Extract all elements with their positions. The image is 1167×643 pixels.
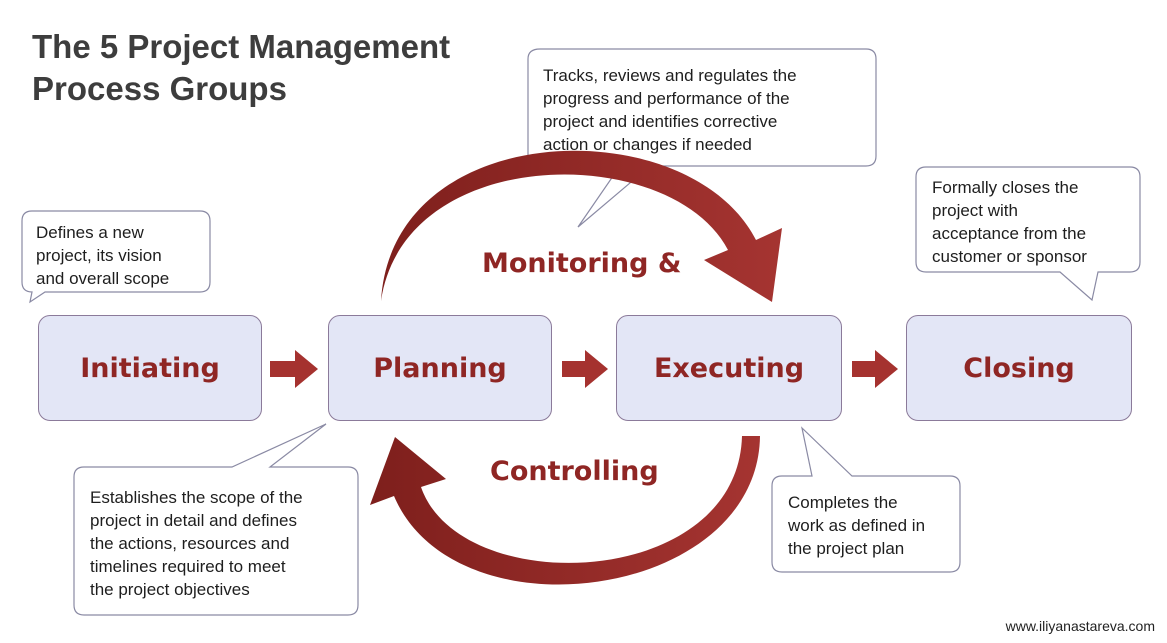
callout-bubble-executing xyxy=(771,426,961,573)
callout-line: the actions, resources and xyxy=(90,534,290,553)
callout-text-planning: Establishes the scope of the project in … xyxy=(90,486,303,601)
callout-line: and overall scope xyxy=(36,269,170,288)
callout-text-closing: Formally closes the project with accepta… xyxy=(932,176,1087,268)
title-line-2: Process Groups xyxy=(32,70,287,107)
callout-line: project and identifies corrective xyxy=(543,112,778,131)
callout-line: Establishes the scope of the xyxy=(90,488,303,507)
cycle-arrow-bottom xyxy=(370,436,760,585)
callout-line: progress and performance of the xyxy=(543,89,790,108)
process-box-executing: Executing xyxy=(616,315,842,421)
cycle-label-controlling: Controlling xyxy=(490,456,659,487)
title-line-1: The 5 Project Management xyxy=(32,28,451,65)
callout-text-executing: Completes the work as defined in the pro… xyxy=(788,491,925,560)
process-box-closing: Closing xyxy=(906,315,1132,421)
callout-text-initiating: Defines a new project, its vision and ov… xyxy=(36,221,169,290)
arrow-executing-to-closing xyxy=(852,350,898,388)
arrow-initiating-to-planning xyxy=(270,350,318,388)
callout-line: timelines required to meet xyxy=(90,557,286,576)
page-title: The 5 Project Management Process Groups xyxy=(32,26,450,110)
cycle-arrow-top xyxy=(381,150,782,302)
callout-line: Formally closes the xyxy=(932,178,1079,197)
callout-bubble-planning xyxy=(73,423,359,616)
callout-line: the project plan xyxy=(788,539,905,558)
callout-line: the project objectives xyxy=(90,580,250,599)
callout-line: acceptance from the xyxy=(932,224,1087,243)
cycle-label-monitoring: Monitoring & xyxy=(482,248,682,279)
callout-text-monitoring: Tracks, reviews and regulates the progre… xyxy=(543,64,797,156)
callout-line: action or changes if needed xyxy=(543,135,752,154)
arrow-planning-to-executing xyxy=(562,350,608,388)
callout-line: Completes the xyxy=(788,493,898,512)
process-box-initiating: Initiating xyxy=(38,315,262,421)
process-box-planning: Planning xyxy=(328,315,552,421)
credit-link[interactable]: www.iliyanastareva.com xyxy=(1005,618,1155,634)
callout-line: work as defined in xyxy=(788,516,926,535)
callout-line: project, its vision xyxy=(36,246,162,265)
callout-bubble-closing xyxy=(915,166,1141,302)
callout-line: project in detail and defines xyxy=(90,511,297,530)
callout-line: Tracks, reviews and regulates the xyxy=(543,66,797,85)
callout-line: project with xyxy=(932,201,1018,220)
callout-bubble-monitoring xyxy=(527,48,877,228)
callout-bubble-initiating xyxy=(21,210,211,304)
callout-line: customer or sponsor xyxy=(932,247,1087,266)
callout-line: Defines a new xyxy=(36,223,144,242)
